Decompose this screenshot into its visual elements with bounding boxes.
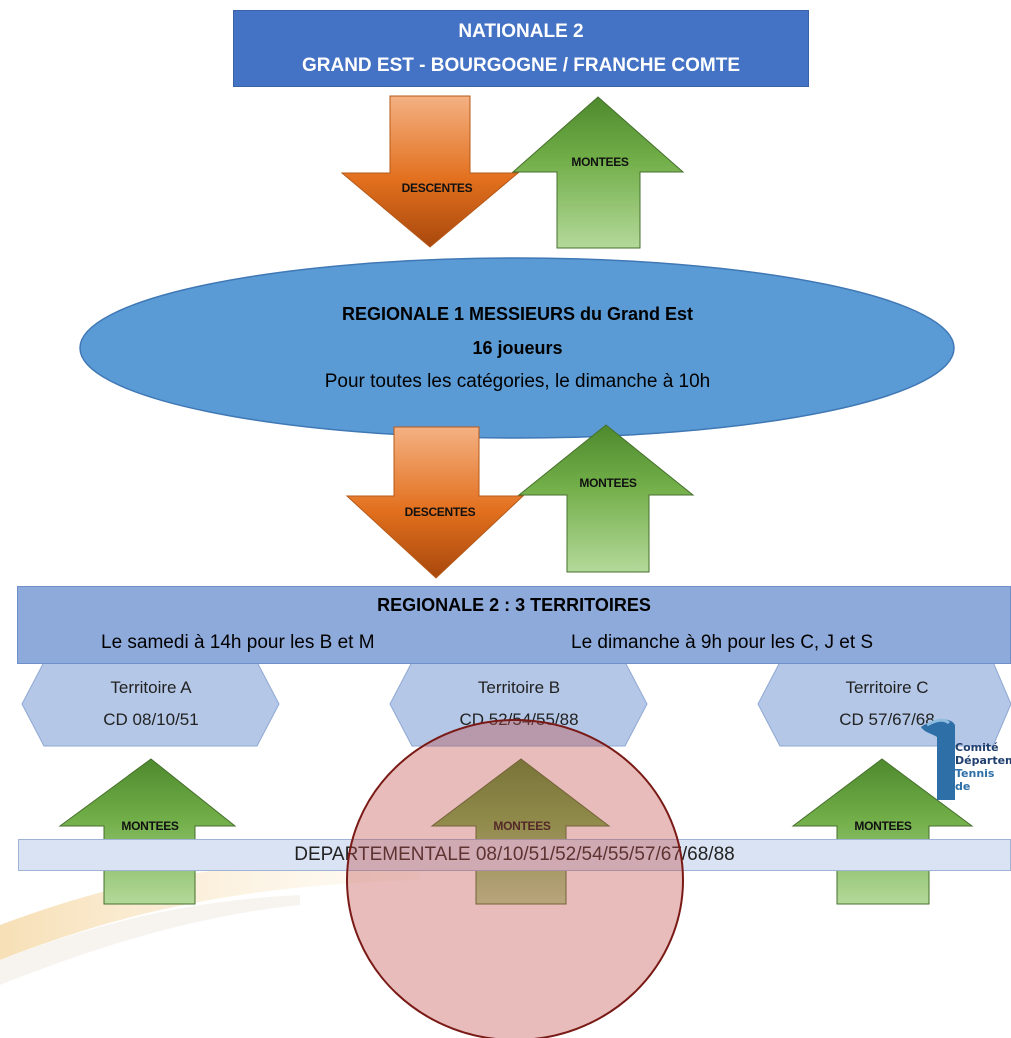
regionale-2-title: REGIONALE 2 : 3 TERRITOIRES: [377, 595, 651, 615]
nationale-title: NATIONALE 2: [458, 20, 584, 42]
montees-label-middle: MONTEES: [579, 476, 637, 490]
territory-c: Territoire C CD 57/67/68: [758, 661, 1011, 746]
descentes-label-middle: DESCENTES: [404, 505, 476, 519]
regionale-2-bar: REGIONALE 2 : 3 TERRITOIRES Le samedi à …: [17, 586, 1011, 664]
regionale-1-schedule: Pour toutes les catégories, le dimanche …: [324, 371, 711, 392]
regionale-2-saturday: Le samedi à 14h pour les B et M: [101, 632, 375, 653]
territory-a: Territoire A CD 08/10/51: [22, 661, 280, 746]
montees-label-a: MONTEES: [121, 819, 179, 833]
logo-line-2: Départem: [955, 754, 1011, 767]
descentes-label-top: DESCENTES: [401, 181, 473, 195]
territory-b-name: Territoire B: [477, 677, 561, 697]
territory-c-cd: CD 57/67/68: [839, 709, 935, 729]
nationale-regions: GRAND EST - BOURGOGNE / FRANCHE COMTE: [301, 54, 741, 76]
departementale-bar: DEPARTEMENTALE 08/10/51/52/54/55/57/67/6…: [18, 839, 1011, 871]
montees-arrow-middle: [517, 424, 695, 573]
montees-label-c: MONTEES: [854, 819, 912, 833]
regionale-2-sunday: Le dimanche à 9h pour les C, J et S: [571, 632, 874, 653]
montees-arrow-top: [511, 96, 685, 249]
territory-a-name: Territoire A: [110, 677, 192, 697]
highlight-circle: [346, 719, 684, 1038]
nationale-2-box: NATIONALE 2 GRAND EST - BOURGOGNE / FRAN…: [233, 10, 809, 87]
comite-logo: Comité Départem Tennis de: [915, 715, 1011, 800]
regionale-1-title: REGIONALE 1 MESSIEURS du Grand Est: [341, 304, 694, 324]
regionale-1-players: 16 joueurs: [472, 338, 563, 358]
regionale-1-text: REGIONALE 1 MESSIEURS du Grand Est 16 jo…: [80, 258, 955, 438]
descentes-arrow-middle: [345, 426, 525, 579]
logo-mark-icon: [921, 718, 955, 800]
logo-line-3: Tennis de: [955, 767, 995, 793]
montees-label-b: MONTEES: [480, 819, 564, 833]
descentes-arrow-top: [340, 95, 520, 248]
montees-label-top: MONTEES: [571, 155, 629, 169]
logo-line-1: Comité: [955, 741, 999, 754]
territory-a-cd: CD 08/10/51: [103, 709, 199, 729]
regionale-1-ellipse: [79, 257, 955, 439]
territory-c-name: Territoire C: [845, 677, 929, 697]
